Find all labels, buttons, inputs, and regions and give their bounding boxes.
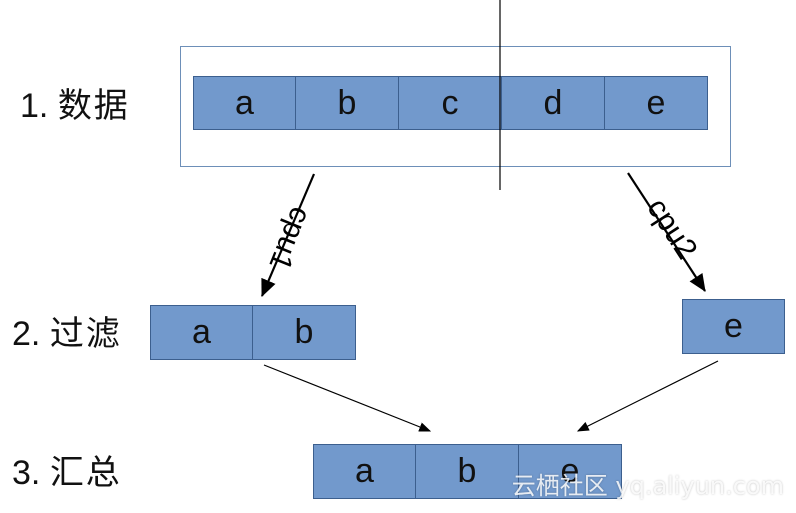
summary-cell-a: a [313, 444, 416, 499]
summary-row: a b e [313, 444, 622, 499]
step-3-number: 3. [12, 454, 41, 492]
step-3-label: 3. 汇总 [12, 456, 122, 490]
step-1-number: 1. [20, 87, 49, 125]
step-2-text: 过滤 [49, 314, 122, 354]
cpu1-arrow [260, 173, 316, 298]
watermark: 云栖社区 yq.aliyun.com [511, 472, 784, 500]
data-cell-c: c [399, 76, 502, 130]
data-cell-d: d [502, 76, 605, 130]
filter-left-row: a b [150, 305, 356, 360]
right-to-summary-arrow [576, 360, 719, 432]
step-2-label: 2. 过滤 [12, 317, 122, 351]
step-1-text: 数据 [57, 86, 130, 126]
filter-right-cell-e: e [682, 299, 785, 354]
cpu1-label: cpu1 [262, 202, 317, 275]
filter-right-row: e [682, 299, 785, 354]
data-cell-a: a [193, 76, 296, 130]
summary-cell-e: e [519, 444, 622, 499]
left-to-summary-arrow [263, 364, 432, 432]
filter-left-cell-a: a [150, 305, 253, 360]
data-cell-e: e [605, 76, 708, 130]
data-frame [180, 46, 731, 167]
filter-left-cell-b: b [253, 305, 356, 360]
data-cell-b: b [296, 76, 399, 130]
data-row: a b c d e [193, 76, 708, 130]
cpu2-arrow [627, 172, 706, 292]
cpu2-label: cpu2 [640, 193, 703, 266]
step-3-text: 汇总 [49, 453, 122, 493]
step-1-label: 1. 数据 [20, 89, 130, 123]
summary-cell-b: b [416, 444, 519, 499]
step-2-number: 2. [12, 315, 41, 353]
